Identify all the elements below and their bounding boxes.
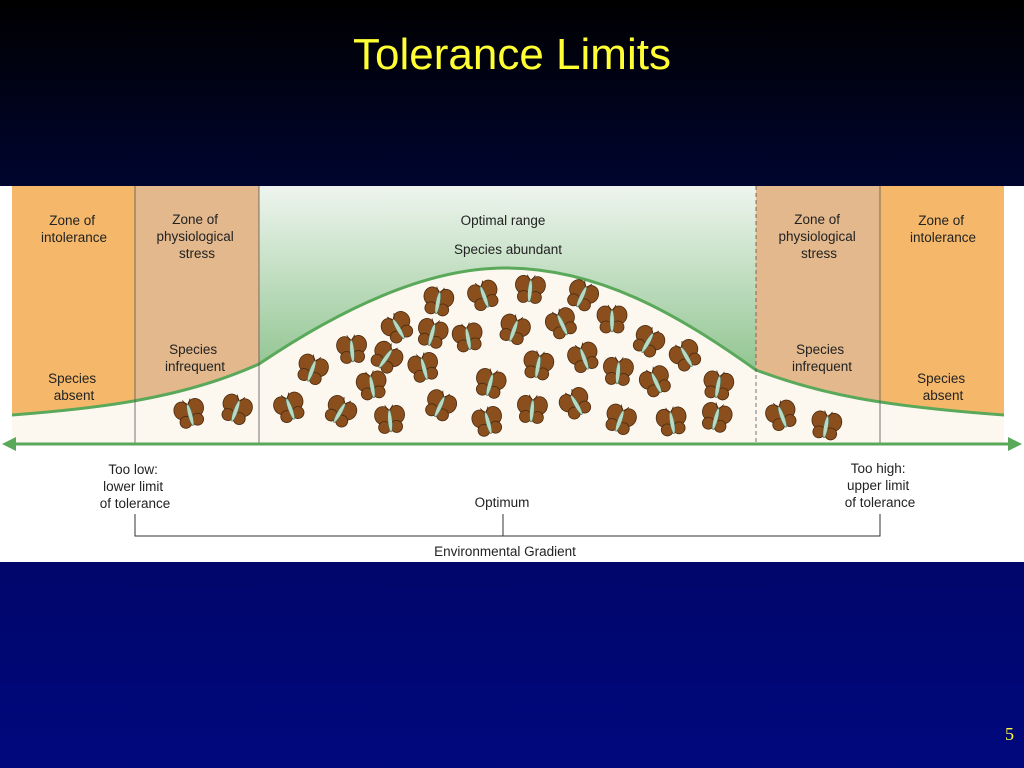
right-stress-title: Zone of physiological stress: [778, 212, 859, 261]
upper-limit-label: Too high: upper limit of tolerance: [845, 461, 916, 510]
optimum-label: Optimum: [475, 495, 530, 510]
left-stress-status: Species infrequent: [165, 342, 225, 374]
right-intolerance-status: Species absent: [917, 371, 969, 403]
tolerance-diagram: Zone of intolerance Species absent Zone …: [0, 186, 1024, 562]
left-intolerance-title: Zone of intolerance: [41, 213, 107, 245]
tolerance-diagram-svg: Zone of intolerance Species absent Zone …: [2, 186, 1022, 559]
left-intolerance-status: Species absent: [48, 371, 100, 403]
environmental-gradient-label: Environmental Gradient: [434, 544, 576, 559]
slide-number: 5: [1005, 724, 1014, 744]
gradient-bracket: [134, 514, 881, 537]
lower-limit-label: Too low: lower limit of tolerance: [100, 462, 171, 511]
zone-left-intolerance: [12, 186, 135, 444]
left-stress-title: Zone of physiological stress: [156, 212, 237, 261]
optimal-range-status: Species abundant: [454, 242, 562, 257]
zone-right-intolerance: [880, 186, 1004, 444]
slide-title: Tolerance Limits: [353, 30, 671, 79]
optimal-range-title: Optimal range: [461, 213, 546, 228]
right-stress-status: Species infrequent: [792, 342, 852, 374]
gradient-arrow: [2, 437, 1022, 451]
right-intolerance-title: Zone of intolerance: [910, 213, 976, 245]
tolerance-curve: [11, 266, 1005, 417]
